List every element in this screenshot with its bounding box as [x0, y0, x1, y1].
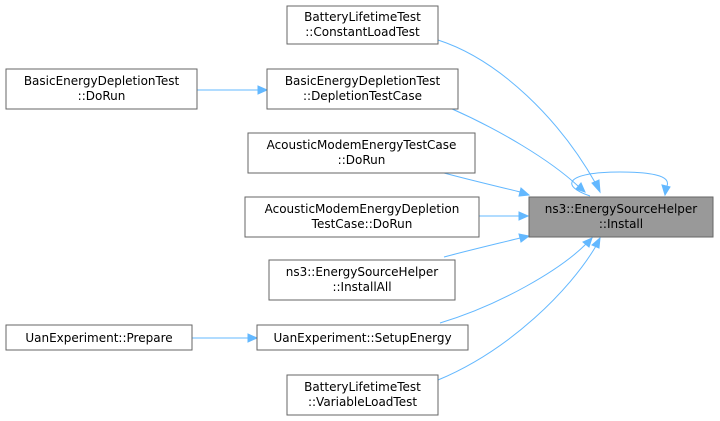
node-label-line1: ns3::EnergySourceHelper: [286, 265, 439, 279]
node-label-line2: ::VariableLoadTest: [308, 395, 417, 409]
node-label-line1: BasicEnergyDepletionTest: [285, 74, 441, 88]
edge-depletion-case-to-install: [449, 107, 586, 193]
edge-basic-do-run-to-depletion-case: [197, 85, 269, 95]
node-label: UanExperiment::Prepare: [25, 331, 172, 345]
edge-install-all-to-install: [443, 233, 531, 258]
node-label-line2: ::DoRun: [338, 153, 386, 167]
node-energy-source-helper-install[interactable]: ns3::EnergySourceHelper ::Install: [528, 196, 714, 238]
edge-variable-load-to-install: [437, 236, 601, 381]
edge-install-self-loop: [571, 171, 671, 197]
node-install-all[interactable]: ns3::EnergySourceHelper ::InstallAll: [268, 259, 456, 301]
edge-uan-setup-energy-to-install: [439, 237, 593, 324]
node-variable-load-test[interactable]: BatteryLifetimeTest ::VariableLoadTest: [286, 374, 439, 416]
node-uan-setup-energy[interactable]: UanExperiment::SetupEnergy: [256, 324, 469, 351]
node-constant-load-test[interactable]: BatteryLifetimeTest ::ConstantLoadTest: [286, 5, 439, 45]
node-label-line2: TestCase::DoRun: [311, 217, 413, 231]
node-label-line1: BatteryLifetimeTest: [304, 10, 421, 24]
edge-constant-load-to-install: [437, 39, 601, 194]
node-basic-energy-depletion-case[interactable]: BasicEnergyDepletionTest ::DepletionTest…: [266, 68, 459, 110]
node-label-line1: ns3::EnergySourceHelper: [545, 202, 698, 216]
node-acoustic-modem-do-run[interactable]: AcousticModemEnergyTestCase ::DoRun: [247, 132, 476, 174]
node-label-line1: AcousticModemEnergyDepletion: [265, 202, 460, 216]
node-label-line2: ::DepletionTestCase: [303, 89, 422, 103]
node-label-line1: BatteryLifetimeTest: [304, 380, 421, 394]
node-basic-energy-depletion-do-run[interactable]: BasicEnergyDepletionTest ::DoRun: [5, 68, 198, 110]
edge-uan-prepare-to-uan-setup-energy: [192, 333, 259, 343]
node-label-line2: ::DoRun: [78, 89, 126, 103]
node-label-line2: ::Install: [599, 217, 643, 231]
node-uan-prepare[interactable]: UanExperiment::Prepare: [5, 324, 193, 351]
node-acoustic-modem-depletion[interactable]: AcousticModemEnergyDepletion TestCase::D…: [244, 196, 480, 238]
node-label: UanExperiment::SetupEnergy: [273, 331, 451, 345]
edge-acoustic-depletion-to-install: [479, 211, 530, 221]
node-label-line2: ::ConstantLoadTest: [305, 25, 420, 39]
edge-acoustic-do-run-to-install: [443, 172, 531, 197]
node-label-line1: AcousticModemEnergyTestCase: [267, 138, 457, 152]
node-label-line1: BasicEnergyDepletionTest: [24, 74, 180, 88]
node-label-line2: ::InstallAll: [332, 280, 391, 294]
